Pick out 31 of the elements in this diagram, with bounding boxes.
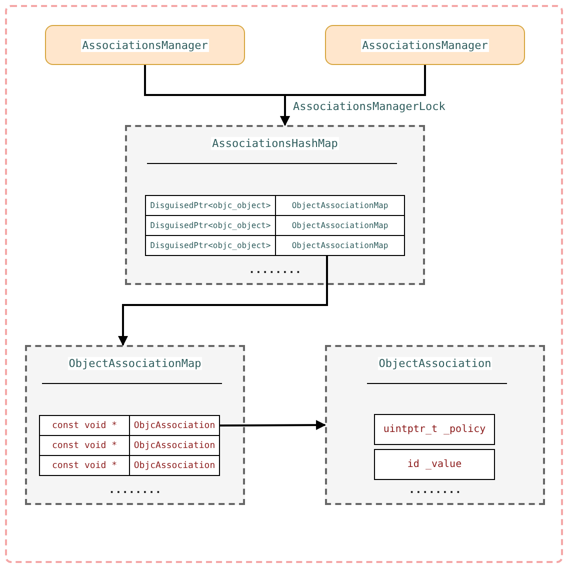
- key-cell: DisguisedPtr<objc_object>: [145, 215, 276, 236]
- ellipsis-text: ........: [108, 483, 162, 496]
- container-title: ObjectAssociationMap: [68, 357, 202, 370]
- box-label: AssociationsManager: [81, 38, 209, 52]
- key-cell: const void *: [39, 435, 130, 456]
- ellipsis-text: ........: [248, 263, 302, 276]
- manager-box: [325, 25, 525, 65]
- container-title: ObjectAssociation: [378, 357, 492, 370]
- container-box: [325, 345, 545, 505]
- key-cell: const void *: [39, 415, 130, 436]
- edge-label: AssociationsManagerLock: [293, 100, 446, 113]
- manager-box: [45, 25, 245, 65]
- field-box: id _value: [374, 449, 495, 480]
- key-cell: DisguisedPtr<objc_object>: [145, 195, 276, 216]
- value-cell: ObjectAssociationMap: [275, 235, 405, 256]
- arrow: [220, 420, 326, 430]
- value-cell: ObjcAssociation: [129, 455, 220, 476]
- field-box: uintptr_t _policy: [374, 414, 495, 445]
- ellipsis-text: ........: [408, 483, 462, 496]
- container-box: [25, 345, 245, 505]
- key-cell: DisguisedPtr<objc_object>: [145, 235, 276, 256]
- value-cell: ObjcAssociation: [129, 435, 220, 456]
- value-cell: ObjcAssociation: [129, 415, 220, 436]
- container-box: [125, 125, 425, 285]
- value-cell: ObjectAssociationMap: [275, 195, 405, 216]
- box-label: AssociationsManager: [361, 38, 489, 52]
- container-title: AssociationsHashMap: [211, 137, 339, 150]
- arrow: [280, 65, 426, 126]
- key-cell: const void *: [39, 455, 130, 476]
- arrow: [118, 256, 328, 346]
- value-cell: ObjectAssociationMap: [275, 215, 405, 236]
